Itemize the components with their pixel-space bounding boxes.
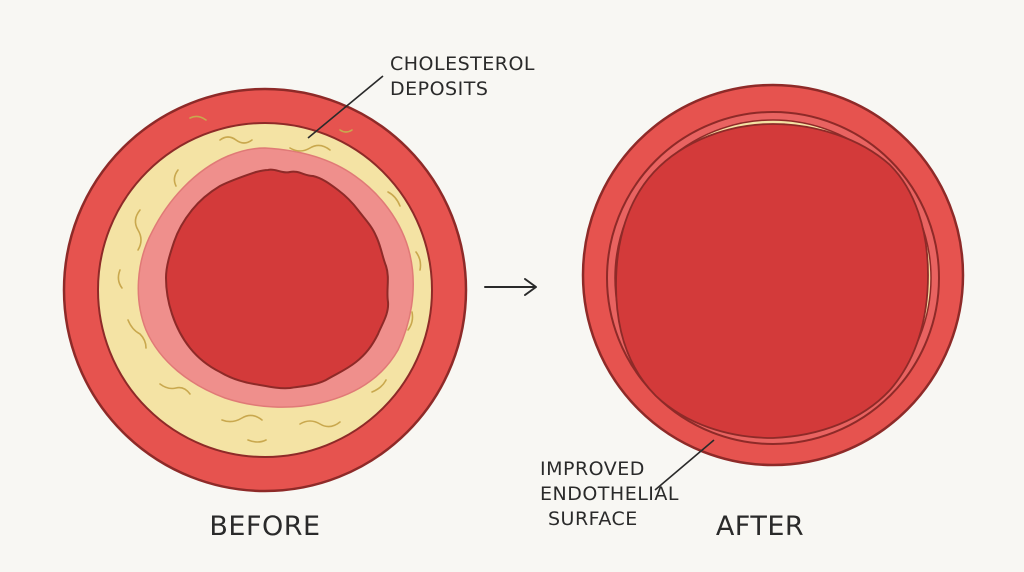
after-artery (581, 83, 965, 491)
cholesterol-label-line1: CHOLESTEROL (390, 53, 535, 75)
before-caption: BEFORE (209, 511, 320, 542)
before-lumen (164, 168, 390, 390)
endothelial-leader-line (654, 439, 715, 491)
improved-label-line1: IMPROVED (540, 458, 645, 480)
plaque-streaks (117, 115, 422, 443)
improved-label-line3: SURFACE (548, 508, 638, 530)
cholesterol-label-line2: DEPOSITS (390, 78, 488, 100)
cholesterol-leader-line (307, 75, 384, 139)
after-caption: AFTER (716, 511, 804, 542)
improved-label-line2: ENDOTHELIAL (540, 483, 679, 505)
after-lumen (615, 123, 929, 439)
before-artery (62, 75, 468, 493)
arrow-right-icon (484, 278, 537, 296)
